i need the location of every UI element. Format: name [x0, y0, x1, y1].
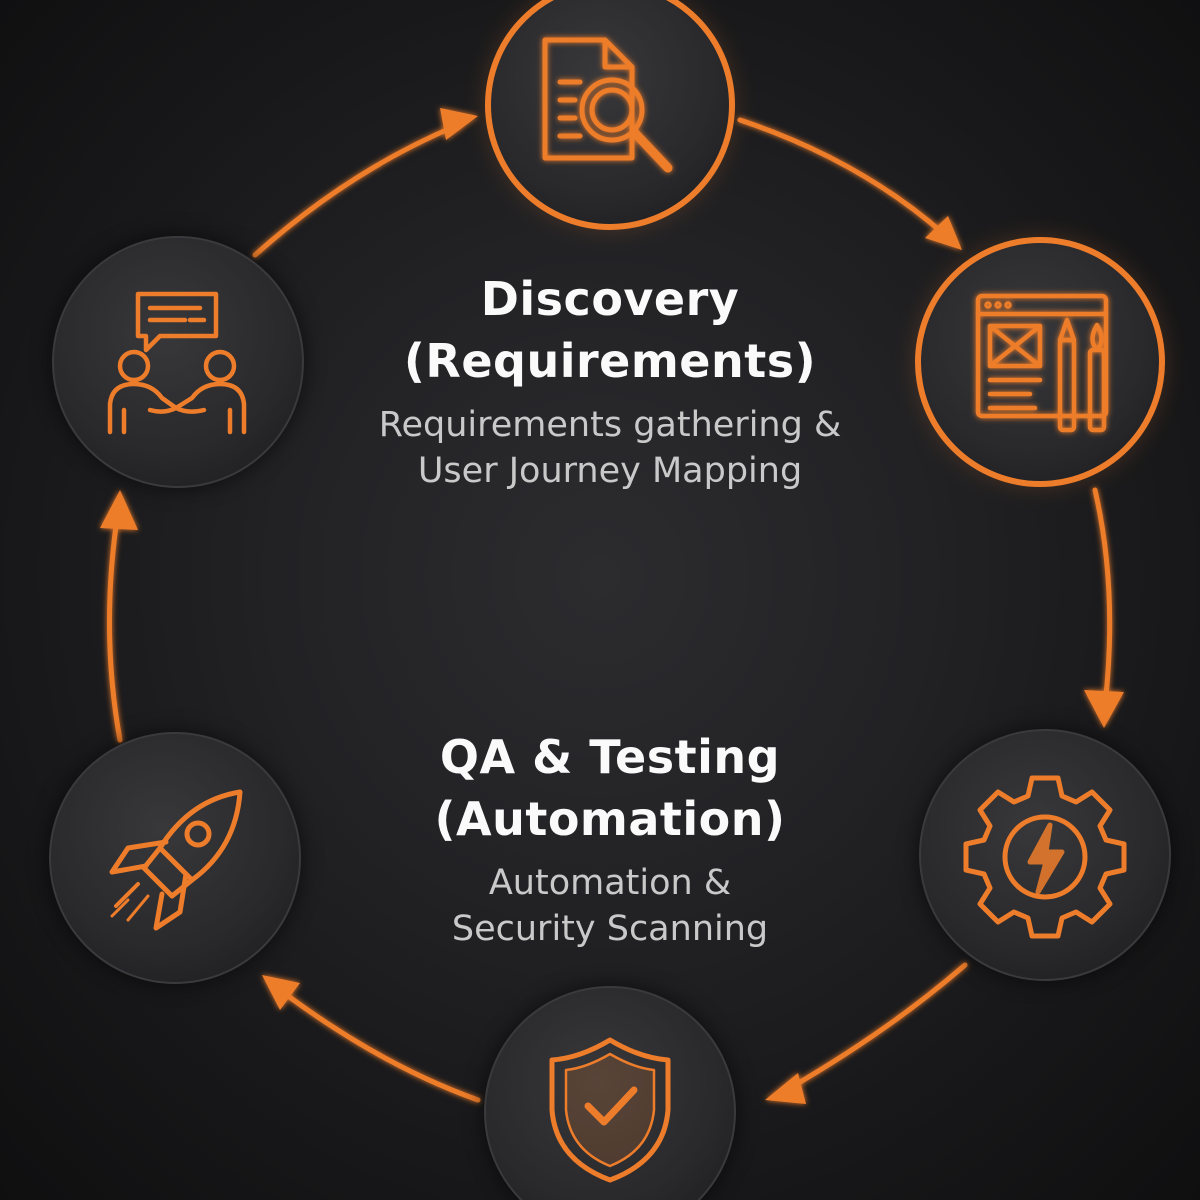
- discovery-title-line-2: (Requirements): [403, 334, 817, 388]
- connector-arrow-5: [107, 509, 123, 743]
- gear-lightning-icon: [963, 775, 1127, 939]
- arrowhead-6: [440, 108, 478, 140]
- qa-title-line-2: (Automation): [434, 792, 786, 846]
- arrowhead-3: [765, 1073, 806, 1104]
- stage-node-development[interactable]: [917, 727, 1173, 983]
- discovery-description: Requirements gathering & User Journey Ma…: [300, 402, 920, 494]
- stage-node-collaboration[interactable]: [50, 234, 306, 490]
- discovery-title: Discovery (Requirements): [300, 268, 920, 392]
- discovery-description-line-1: Requirements gathering &: [378, 405, 842, 445]
- qa-description: Automation & Security Scanning: [300, 860, 920, 952]
- qa-title-line-1: QA & Testing: [439, 730, 781, 784]
- qa-description-line-2: Security Scanning: [451, 909, 769, 949]
- discovery-text-block: Discovery (Requirements) Requirements ga…: [300, 268, 920, 494]
- stage-node-deployment[interactable]: [47, 730, 303, 986]
- stage-node-discovery[interactable]: [485, 0, 735, 230]
- connector-arrow-2: [1092, 487, 1113, 708]
- arrowhead-5: [100, 490, 138, 530]
- arrowhead-1: [925, 216, 962, 250]
- connector-arrow-6: [252, 122, 461, 258]
- discovery-title-line-1: Discovery: [480, 272, 740, 326]
- document-search-icon: [542, 37, 673, 173]
- connector-arrow-1: [737, 117, 948, 238]
- stage-node-design[interactable]: [915, 237, 1165, 487]
- shield-check-icon: [549, 1037, 671, 1183]
- arrowhead-2: [1084, 690, 1124, 728]
- qa-description-line-1: Automation &: [488, 863, 732, 903]
- arrowhead-4: [262, 975, 300, 1010]
- design-wireframe-icon: [975, 293, 1109, 433]
- qa-text-block: QA & Testing (Automation) Automation & S…: [300, 726, 920, 952]
- rocket-icon: [109, 789, 243, 931]
- connector-arrow-3: [787, 962, 968, 1091]
- stage-node-qa[interactable]: [482, 984, 738, 1200]
- qa-title: QA & Testing (Automation): [300, 726, 920, 850]
- discovery-description-line-2: User Journey Mapping: [417, 451, 803, 491]
- connector-arrow-4: [277, 987, 481, 1103]
- team-discussion-icon: [107, 291, 247, 435]
